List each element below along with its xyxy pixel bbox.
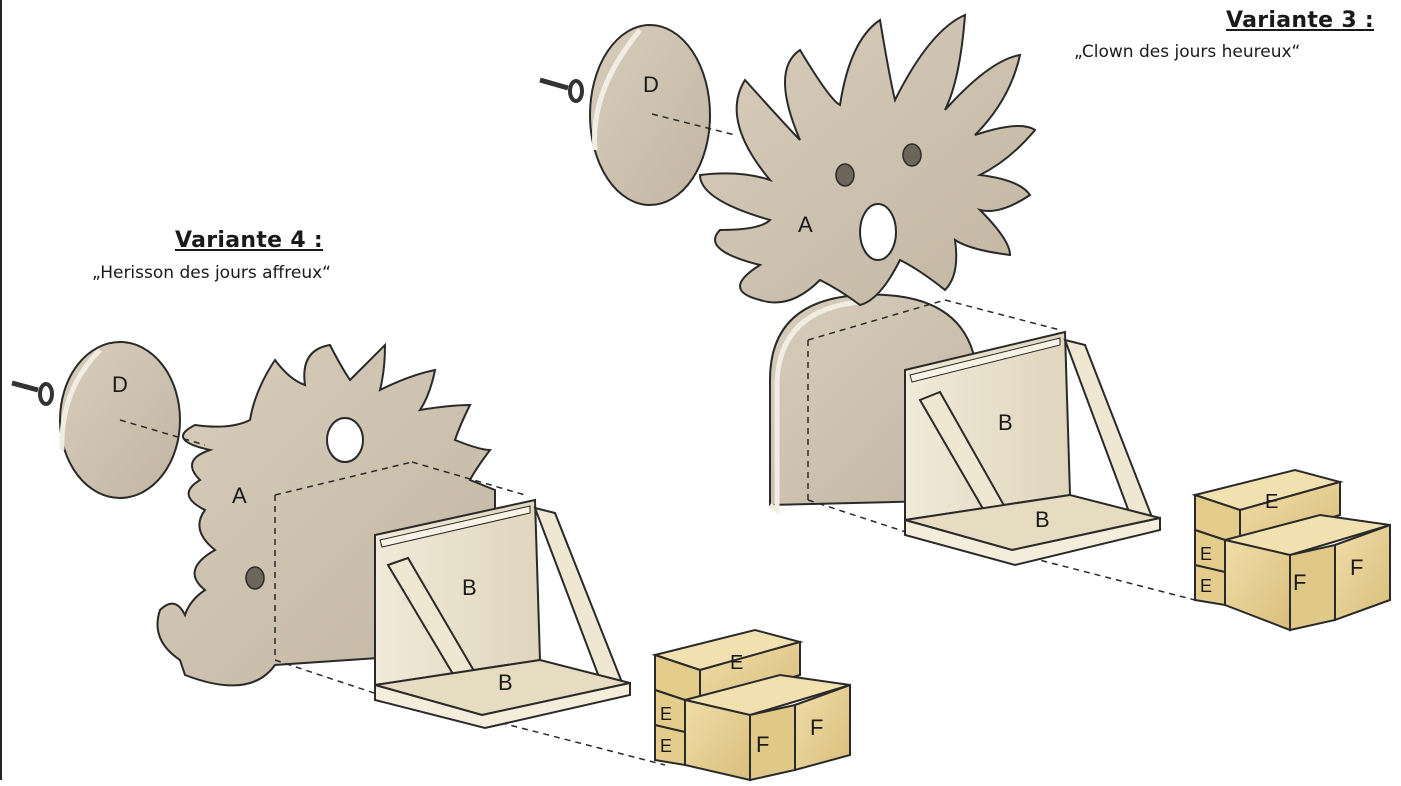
variant4-peg xyxy=(245,566,265,590)
variant3-right-eye-peg xyxy=(902,143,922,167)
variant3-mouth-hole xyxy=(859,203,897,261)
variant3-assembly-guides xyxy=(651,113,1196,601)
variant4-label-b-upper: B xyxy=(462,575,477,600)
variant4-label-d: D xyxy=(112,372,128,397)
variant4-title: Variante 4 : xyxy=(175,228,324,253)
variant3-shelf-part-b xyxy=(904,330,1161,567)
variant4-label-e-2: E xyxy=(660,736,672,756)
variant4-label-a: A xyxy=(232,483,247,508)
variant3-label-e-top: E xyxy=(1265,491,1278,513)
variant3-label-e-1: E xyxy=(1200,544,1212,564)
variant4-label-e-1: E xyxy=(660,704,672,724)
variant4-assembly-guides xyxy=(119,419,666,766)
variant4-label-e-top: E xyxy=(730,652,743,674)
variant3-label-a: A xyxy=(798,212,813,237)
variant4-shelf-part-b xyxy=(374,498,631,730)
variant3-label-d: D xyxy=(643,72,659,97)
variant4-subtitle: „Herisson des jours affreux“ xyxy=(92,263,331,283)
variant3-label-b-upper: B xyxy=(998,410,1013,435)
variant3-label-f-1: F xyxy=(1293,570,1306,595)
variant3-label-f-2: F xyxy=(1350,555,1363,580)
variant4-screw-icon xyxy=(11,380,54,406)
variant3-clown-assembly: D A B B E E E F F xyxy=(539,13,1391,632)
variant4-label-b-lower: B xyxy=(498,670,513,695)
variant3-blocks-e-f xyxy=(1191,468,1391,632)
variant4-blocks-e-f xyxy=(651,628,851,782)
variant4-label-f-2: F xyxy=(810,715,823,740)
variant3-subtitle: „Clown des jours heureux“ xyxy=(1074,42,1301,62)
variant3-label-b-lower: B xyxy=(1035,507,1050,532)
variant3-nose-disc-part-d xyxy=(589,24,711,206)
variant3-screw-icon xyxy=(539,77,584,103)
variant4-hedgehog-assembly: D A B B E E E F F xyxy=(11,341,851,782)
variant3-label-e-2: E xyxy=(1200,576,1212,596)
variant4-label-f-1: F xyxy=(756,732,769,757)
variant3-title: Variante 3 : xyxy=(1226,8,1375,33)
variant4-eye-hole xyxy=(326,417,364,463)
variant3-clown-head-part-a xyxy=(698,13,1037,307)
variant3-left-eye-peg xyxy=(835,163,855,187)
